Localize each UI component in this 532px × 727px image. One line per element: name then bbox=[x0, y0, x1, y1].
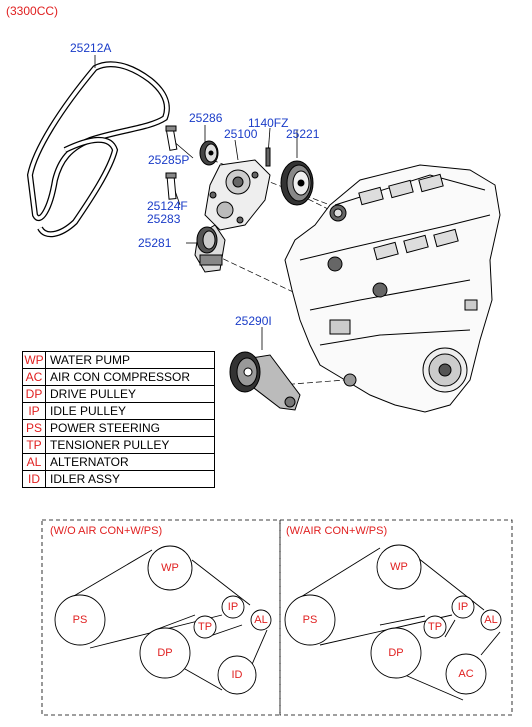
part-label-25100: 25100 bbox=[224, 127, 258, 141]
pulley-ip-right bbox=[451, 595, 475, 619]
pulley-dp-right bbox=[370, 627, 422, 679]
pulley-ip-left bbox=[221, 595, 245, 619]
pulley-tp-right bbox=[423, 615, 447, 639]
pulley-wp-left bbox=[147, 545, 193, 591]
pulley-label-ac-right: AC bbox=[458, 668, 473, 680]
pulley-label-ip-left: IP bbox=[228, 601, 238, 613]
pulley-al-right bbox=[480, 609, 502, 631]
pulley-label-ps-left: PS bbox=[73, 614, 88, 626]
pulley-dp-left bbox=[139, 627, 191, 679]
pulley-ac-right bbox=[445, 653, 487, 695]
pulley-label-al-left: AL bbox=[254, 614, 267, 626]
pulley-wp-right bbox=[376, 544, 422, 590]
pulley-label-dp-right: DP bbox=[388, 647, 403, 659]
engine-spec-header: (3300CC) bbox=[6, 4, 59, 18]
legend-code: AL bbox=[22, 453, 46, 471]
pulley-label-tp-right: TP bbox=[428, 621, 442, 633]
legend-code: ID bbox=[22, 470, 46, 488]
legend-desc: AIR CON COMPRESSOR bbox=[45, 368, 215, 386]
idle-pulley-25286 bbox=[199, 140, 219, 166]
engine-block bbox=[284, 164, 501, 413]
tensioner-25281 bbox=[194, 224, 226, 273]
pulleys-right bbox=[284, 544, 502, 695]
pulley-label-ip-right: IP bbox=[458, 601, 468, 613]
part-label-25281: 25281 bbox=[138, 236, 172, 250]
pulley-label-wp-left: WP bbox=[161, 562, 179, 574]
routing-frame-right bbox=[279, 519, 513, 716]
legend-code: WP bbox=[22, 351, 46, 369]
pulley-ps-left bbox=[54, 594, 106, 646]
pulley-label-dp-left: DP bbox=[157, 647, 172, 659]
bolt-25285P bbox=[165, 125, 178, 151]
legend-code: DP bbox=[22, 385, 46, 403]
routing-frame-left bbox=[41, 519, 281, 716]
part-label-25290I: 25290I bbox=[235, 314, 272, 328]
idler-assy-25290I bbox=[229, 351, 301, 411]
part-label-1140FZ: 1140FZ bbox=[248, 116, 289, 130]
water-pump-pulley-25221 bbox=[280, 160, 314, 206]
part-label-25286: 25286 bbox=[189, 111, 223, 125]
pulley-label-id-left: ID bbox=[232, 669, 243, 681]
part-label-25212A: 25212A bbox=[70, 41, 112, 55]
part-label-25221: 25221 bbox=[286, 127, 320, 141]
pulley-id-left bbox=[217, 655, 257, 695]
routing-title-right: (W/AIR CON+W/PS) bbox=[286, 525, 388, 537]
routing-title-left: (W/O AIR CON+W/PS) bbox=[50, 525, 163, 537]
pulley-tp-left bbox=[193, 615, 217, 639]
water-pump-25100 bbox=[204, 159, 271, 231]
legend-code: PS bbox=[22, 419, 46, 437]
pulley-label-al-right: AL bbox=[484, 614, 497, 626]
bolt-25124F bbox=[165, 172, 177, 200]
pulley-label-ps-right: PS bbox=[303, 614, 318, 626]
part-label-25283: 25283 bbox=[147, 212, 181, 226]
serpentine-belt bbox=[26, 61, 170, 238]
part-label-25285P: 25285P bbox=[148, 153, 190, 167]
legend-desc: IDLER ASSY bbox=[45, 470, 215, 488]
bolt-1140FZ bbox=[265, 147, 271, 167]
pulley-label-tp-left: TP bbox=[198, 621, 212, 633]
pulleys-left bbox=[54, 545, 272, 695]
pulley-al-left bbox=[250, 609, 272, 631]
pulley-ps-right bbox=[284, 594, 336, 646]
pulley-label-wp-right: WP bbox=[390, 561, 408, 573]
part-label-25124F: 25124F bbox=[147, 199, 188, 213]
